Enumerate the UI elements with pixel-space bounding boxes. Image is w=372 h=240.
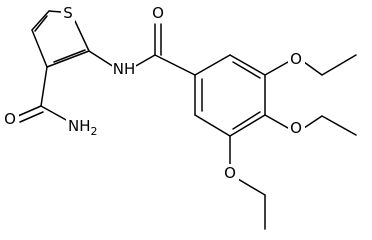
bond-ar2-ar3-inner (232, 61, 261, 79)
bond-ccarbonyl-ring (154, 54, 196, 76)
bond-oet2-ch2 (303, 115, 323, 129)
sulfur-bg (61, 4, 75, 22)
carbonyl-o-top-label: O (152, 4, 164, 22)
sulfur-label: S (63, 4, 73, 22)
ether-o-bottom-label: O (224, 164, 236, 182)
bond-ar3-oet1 (264, 61, 289, 76)
bond-c5-s (48, 10, 62, 13)
bond-oet3-ch2 (237, 178, 266, 196)
amide-nh2-bg (66, 116, 96, 136)
bond-s-c2 (74, 20, 90, 52)
bond-ar2-ar3 (229, 54, 266, 76)
bond-ar1-ar2 (194, 54, 231, 76)
bond-et2-ch3 (321, 115, 357, 136)
bond-ar4-ar5 (229, 114, 266, 137)
bond-c2-nh (88, 50, 115, 68)
bond-camide-n (40, 105, 69, 122)
carbonyl-o-left-label: O (4, 110, 16, 128)
bond-c5-c4-double (34, 15, 48, 32)
ether-o-top-bg (288, 50, 305, 68)
bond-ar5-ar6 (194, 114, 231, 137)
bond-c3-c2-double (53, 49, 86, 63)
bond-ar4-oet2 (264, 114, 289, 129)
bond-ar4-ar5-inner (232, 111, 261, 130)
bond-et1-ch3 (321, 54, 357, 76)
amide-nh-label: NH (113, 60, 136, 78)
bond-c3-camide (40, 66, 48, 107)
amide-nh-bg (112, 60, 136, 78)
ether-o-bottom-bg (222, 164, 239, 182)
bond-c4-c3 (31, 29, 48, 68)
ether-o-right-bg (288, 119, 305, 137)
ether-o-right-label: O (290, 119, 302, 137)
bonds (17, 10, 357, 230)
bond-oet1-ch2 (303, 61, 323, 76)
carbonyl-o-top-bg (150, 4, 167, 22)
amide-nh2-subscript: 2 (91, 125, 98, 138)
bond-camide-o-double (19, 111, 44, 123)
bond-c5-c4 (31, 10, 50, 31)
amide-nh2-main: NH (68, 117, 91, 135)
bond-camide-o (17, 105, 42, 117)
bond-nh-ccarbonyl (133, 54, 156, 68)
bond-c3-c2 (46, 50, 90, 68)
atom-labels: S NH O O NH2 O O O (2, 4, 305, 182)
amide-nh2-label: NH2 (68, 117, 98, 138)
ether-o-top-label: O (290, 50, 302, 68)
carbonyl-o-left-bg (2, 110, 19, 128)
